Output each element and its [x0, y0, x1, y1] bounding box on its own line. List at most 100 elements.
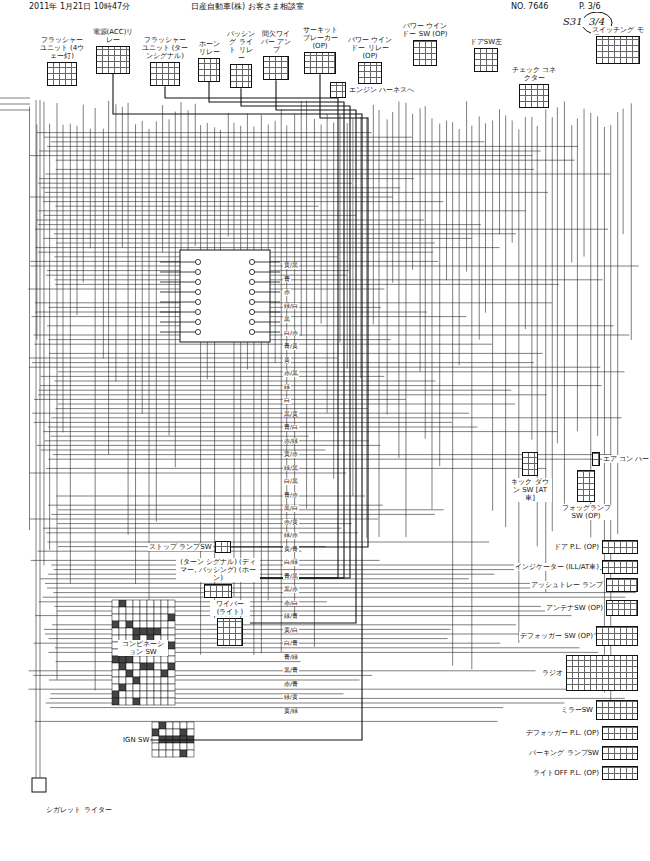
table-cell: [112, 607, 119, 614]
pin-symbol: [195, 329, 200, 334]
connector-plug: [230, 64, 252, 88]
component-name: アッシュトレー ランプ: [530, 581, 604, 589]
table-cell: [126, 656, 133, 663]
wire: [327, 114, 328, 413]
wire: [162, 105, 163, 253]
wire: [175, 112, 176, 468]
wire: [43, 431, 557, 432]
wire-color-code: 黄/赤: [283, 451, 299, 458]
wire-connector: [209, 82, 344, 578]
wire: [48, 427, 478, 428]
component-name: ワイパー (ライト): [210, 600, 250, 616]
table-cell: [173, 729, 180, 736]
wire-connector: [250, 80, 356, 623]
table-cell: [133, 663, 140, 670]
pin-symbol: [249, 309, 254, 314]
table-cell: [126, 677, 133, 684]
table-cell: [168, 691, 175, 698]
table-cell: [133, 628, 140, 635]
component-name: フラッシャー ユニット (ターンシグナル): [140, 36, 190, 60]
table-cell: [140, 621, 147, 628]
wire-color-code: 赤: [283, 289, 291, 296]
table-cell: [140, 663, 147, 670]
table-cell: [161, 607, 168, 614]
wire: [38, 394, 547, 395]
wire: [156, 121, 157, 521]
wire-color-code: 黄: [283, 357, 291, 364]
wire: [36, 247, 500, 248]
wire: [128, 103, 129, 535]
wire: [452, 122, 453, 665]
wire-color-code: 赤/緑: [283, 438, 299, 445]
wire: [33, 675, 372, 676]
component-name: パワー ウインドー SW (OP): [400, 22, 450, 38]
wire: [30, 266, 638, 267]
component-name: スイッチング モ: [591, 26, 644, 34]
wire: [181, 102, 182, 260]
table-cell: [154, 698, 161, 705]
table-cell: [159, 743, 166, 750]
wire: [552, 117, 553, 531]
wire: [255, 262, 280, 263]
table-cell: [187, 743, 194, 750]
wire: [195, 104, 196, 246]
wire: [531, 117, 532, 440]
wire: [240, 126, 241, 627]
connector-plug: [596, 626, 638, 646]
wire: [160, 322, 195, 323]
wire: [398, 102, 399, 458]
wire: [321, 124, 322, 323]
component-name: パーキング ランプSW: [528, 749, 600, 757]
wire: [38, 183, 352, 184]
table-cell: [140, 698, 147, 705]
wire-color-code: 黄/青: [283, 546, 299, 553]
component-label: ホーン リレー: [194, 40, 224, 82]
table-cell: [147, 663, 154, 670]
table-cell: [147, 670, 154, 677]
table-cell: [126, 621, 133, 628]
pin-symbol: [195, 269, 200, 274]
table-cell: [147, 677, 154, 684]
wire: [228, 113, 229, 237]
wire: [339, 115, 340, 342]
wire: [29, 107, 30, 530]
wire-color-code: 赤/黄: [283, 519, 299, 526]
table-cell: [152, 722, 159, 729]
wire: [0, 110, 30, 111]
component-label: ドア P.L. (OP): [553, 540, 638, 554]
pin-symbol: [249, 279, 254, 284]
table-cell: [168, 607, 175, 614]
component-label: コンビネーション SW: [118, 640, 168, 656]
wire: [564, 101, 565, 503]
table-cell: [112, 663, 119, 670]
wire: [255, 302, 280, 303]
component-name: アンテナSW (OP): [545, 604, 604, 612]
table-cell: [168, 684, 175, 691]
table-cell: [147, 607, 154, 614]
wire-color-code: 青/赤: [283, 492, 299, 499]
connector-plug: [602, 560, 638, 574]
wire: [58, 509, 444, 510]
component-name: デフォッガー P.L. (OP): [525, 729, 600, 737]
connector-plug: [602, 746, 638, 760]
table-cell: [154, 628, 161, 635]
table-cell: [147, 600, 154, 607]
table-cell: [154, 600, 161, 607]
table-cell: [154, 663, 161, 670]
table-cell: [168, 628, 175, 635]
wire-color-code: 赤/黒: [283, 370, 299, 377]
connector-plug: [96, 46, 130, 74]
table-cell: [112, 677, 119, 684]
wire: [255, 312, 280, 313]
component-label: ライトOFF P.L. (OP): [532, 766, 638, 780]
connector-plug: [606, 578, 638, 592]
wire: [431, 118, 432, 509]
wire: [43, 597, 626, 598]
pin-symbol: [249, 299, 254, 304]
table-cell: [119, 691, 126, 698]
table-cell: [140, 614, 147, 621]
wire: [577, 118, 578, 431]
wire: [268, 124, 269, 600]
wire: [347, 123, 348, 369]
